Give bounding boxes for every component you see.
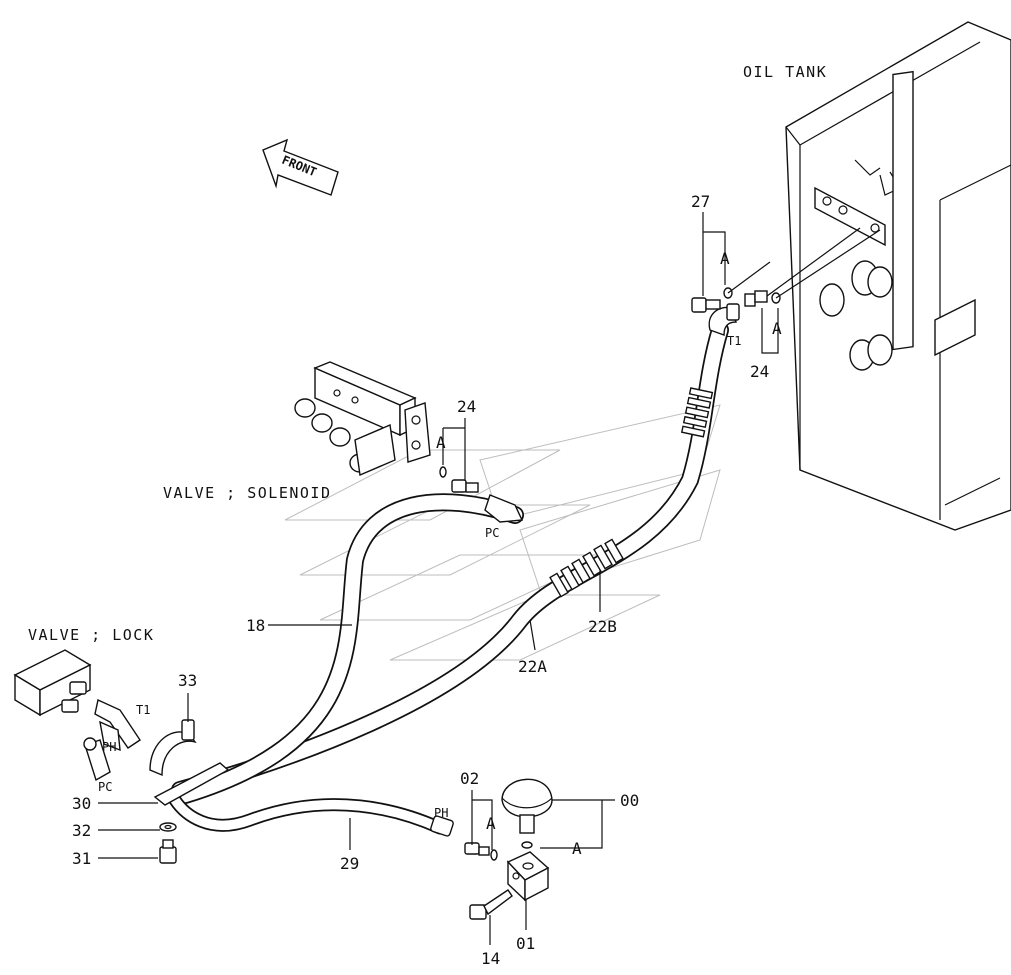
bolt [159, 839, 177, 864]
solenoid-fittings [439, 466, 524, 523]
hose-protector-bands [549, 387, 714, 598]
mounting-bolt [469, 889, 513, 920]
accumulator [501, 778, 553, 849]
port-ph-lock: PH [102, 740, 116, 754]
mark-a-24-solenoid: A [436, 433, 446, 452]
port-ph-hose: PH [434, 806, 448, 820]
callout-22a: 22A [518, 657, 547, 676]
callout-22b: 22B [588, 617, 617, 636]
mark-a-00: A [572, 839, 582, 858]
callout-00: 00 [620, 791, 639, 810]
mounting-block [506, 851, 550, 902]
callout-29: 29 [340, 854, 359, 873]
hose-clamp [149, 719, 197, 777]
callout-24-tank: 24 [750, 362, 769, 381]
callout-18: 18 [246, 616, 265, 635]
callout-02: 02 [460, 769, 479, 788]
callout-27: 27 [691, 192, 710, 211]
port-pc-lock: PC [98, 780, 112, 794]
hoses [168, 321, 729, 835]
mark-a-02: A [486, 814, 496, 833]
callout-14: 14 [481, 949, 500, 968]
callout-33: 33 [178, 671, 197, 690]
mark-a-27: A [720, 249, 730, 268]
callout-30: 30 [72, 794, 91, 813]
callout-24-solenoid: 24 [457, 397, 476, 416]
callout-32: 32 [72, 821, 91, 840]
washer [159, 822, 177, 832]
front-arrow-icon: FRONT [262, 138, 339, 196]
lock-valve [13, 649, 141, 782]
oil-tank [785, 21, 1011, 531]
port-t1-tank: T1 [727, 334, 741, 348]
valve-solenoid-label: VALVE ; SOLENOID [163, 484, 332, 502]
clamp-bracket [153, 762, 230, 806]
tank-elbow-fitting [708, 303, 740, 336]
oil-tank-label: OIL TANK [743, 63, 827, 81]
callout-31: 31 [72, 849, 91, 868]
solenoid-valve [294, 361, 431, 477]
mark-a-24-tank: A [772, 319, 782, 338]
port-t1-lock: T1 [136, 703, 150, 717]
tank-fittings [691, 227, 881, 313]
port-pc-solenoid: PC [485, 526, 499, 540]
valve-lock-label: VALVE ; LOCK [28, 626, 154, 644]
leader-lines [98, 212, 779, 945]
ph-hose-end-fitting [430, 815, 498, 861]
callout-01: 01 [516, 934, 535, 953]
